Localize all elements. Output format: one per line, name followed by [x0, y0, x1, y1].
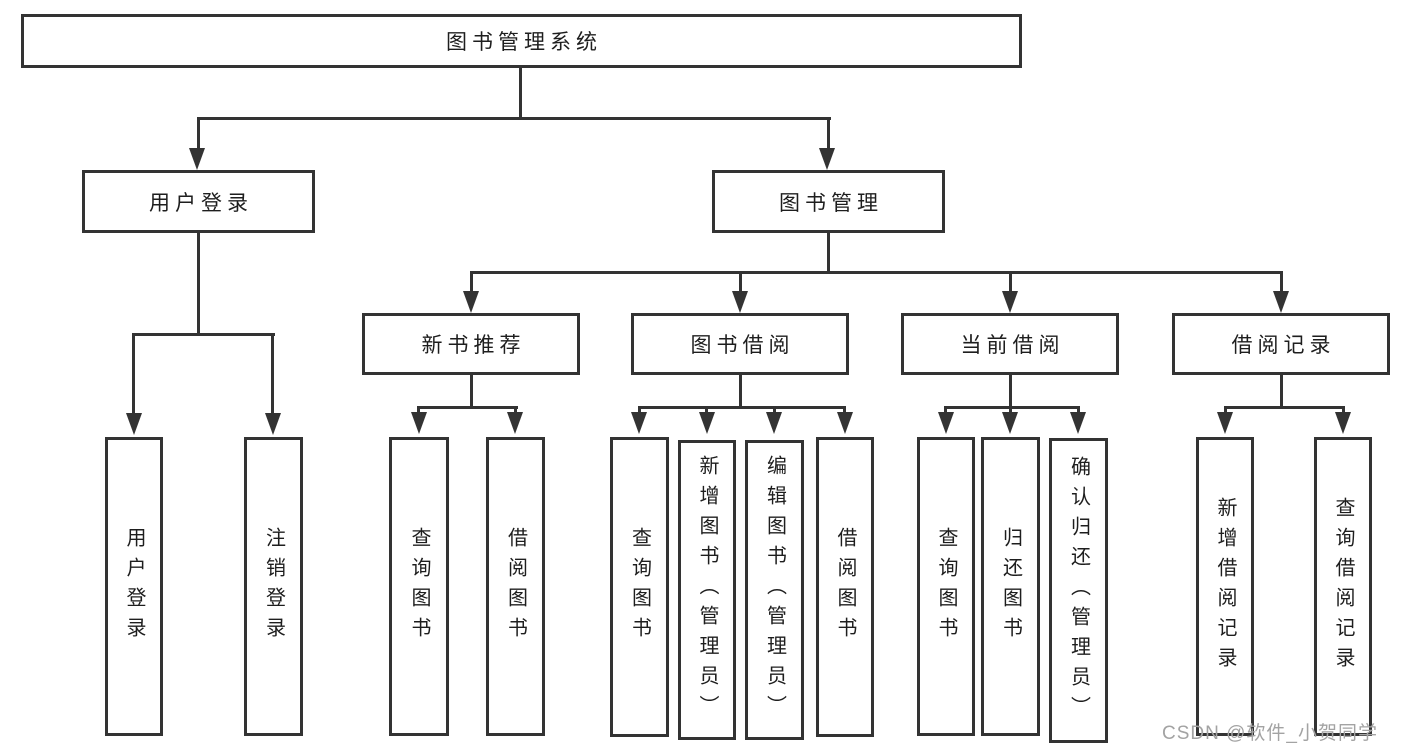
leaf-edit-book-admin-label: 编辑图书（管理员）: [763, 455, 786, 725]
leaf-confirm-return-admin-label: 确认归还（管理员）: [1067, 455, 1090, 726]
connector-user-login-crossbar: [132, 333, 275, 336]
leaf-add-book-admin: 新增图书（管理员）: [678, 440, 736, 740]
leaf-recommend-query-book-label: 查询图书: [408, 526, 430, 647]
leaf-recommend-borrow-book-label: 借阅图书: [504, 526, 527, 647]
leaf-user-login-label: 用户登录: [123, 526, 145, 647]
leaf-confirm-return-admin: 确认归还（管理员）: [1049, 438, 1108, 743]
arrow-down-icon: [732, 291, 748, 313]
connector-crossbar: [417, 406, 518, 409]
leaf-current-query-book-label: 查询图书: [935, 526, 957, 647]
leaf-borrow-book-label: 借阅图书: [834, 527, 856, 647]
node-book-borrow: 图书借阅: [631, 313, 849, 375]
leaf-add-borrow-record-label: 新增借阅记录: [1214, 496, 1236, 677]
node-borrow-record-label: 借阅记录: [1231, 334, 1336, 357]
leaf-borrow-book: 借阅图书: [816, 437, 874, 737]
arrow-down-icon: [631, 412, 647, 434]
node-root: 图书管理系统: [21, 14, 1022, 68]
connector-crossbar: [944, 406, 1080, 409]
connector-user-login-left-drop: [132, 333, 135, 414]
connector-drop: [705, 406, 708, 415]
arrow-down-icon: [1217, 412, 1233, 434]
node-user-login-label: 用户登录: [149, 191, 253, 215]
connector-drop: [638, 406, 641, 415]
connector-drop: [514, 406, 517, 415]
connector-drop: [739, 271, 742, 293]
connector-crossbar: [1224, 406, 1345, 409]
arrow-down-icon: [1070, 412, 1086, 434]
connector-root-stem: [519, 68, 522, 120]
leaf-query-borrow-record-label: 查询借阅记录: [1332, 496, 1354, 677]
connector-user-login-right-drop: [271, 333, 274, 414]
connector-book-mgmt-stem: [827, 233, 830, 274]
connector-root-crossbar: [197, 117, 831, 120]
connector-drop: [1280, 271, 1283, 293]
leaf-borrow-query-book-label: 查询图书: [628, 527, 651, 647]
arrow-down-icon: [463, 291, 479, 313]
connector-drop: [1224, 406, 1227, 415]
connector-drop: [417, 406, 420, 415]
leaf-add-borrow-record: 新增借阅记录: [1196, 437, 1254, 736]
arrow-down-icon: [411, 412, 427, 434]
arrow-down-icon: [938, 412, 954, 434]
arrow-down-icon: [1335, 412, 1351, 434]
connector-book-mgmt-crossbar: [470, 271, 1283, 274]
arrow-down-icon: [1002, 412, 1018, 434]
connector-drop: [1077, 406, 1080, 415]
leaf-current-query-book: 查询图书: [917, 437, 975, 736]
connector-drop: [773, 406, 776, 415]
node-borrow-record: 借阅记录: [1172, 313, 1390, 375]
connector-drop: [843, 406, 846, 415]
connector-drop: [944, 406, 947, 415]
node-new-book-recommend: 新书推荐: [362, 313, 580, 375]
connector-drop: [1009, 271, 1012, 293]
leaf-edit-book-admin: 编辑图书（管理员）: [745, 440, 804, 740]
leaf-add-book-admin-label: 新增图书（管理员）: [696, 455, 718, 725]
node-book-borrow-label: 图书借阅: [690, 334, 795, 357]
leaf-recommend-borrow-book: 借阅图书: [486, 437, 545, 736]
arrow-down-icon: [265, 413, 281, 435]
connector-root-left-drop: [197, 117, 200, 150]
connector-user-login-stem: [197, 233, 200, 336]
node-current-borrow: 当前借阅: [901, 313, 1119, 375]
arrow-down-icon: [766, 412, 782, 434]
arrow-down-icon: [699, 412, 715, 434]
csdn-watermark: CSDN @软件_小贺同学: [1162, 723, 1378, 744]
leaf-recommend-query-book: 查询图书: [389, 437, 449, 736]
leaf-user-login: 用户登录: [105, 437, 163, 736]
arrow-down-icon: [1273, 291, 1289, 313]
node-new-book-recommend-label: 新书推荐: [421, 334, 526, 357]
node-current-borrow-label: 当前借阅: [960, 334, 1065, 357]
node-root-label: 图书管理系统: [446, 31, 602, 54]
leaf-return-book: 归还图书: [981, 437, 1040, 736]
leaf-logout-label: 注销登录: [262, 526, 285, 647]
connector-drop: [1009, 406, 1012, 415]
connector-drop: [470, 271, 473, 293]
connector-crossbar: [638, 406, 846, 409]
arrow-down-icon: [1002, 291, 1018, 313]
connector-stem: [739, 375, 742, 409]
arrow-down-icon: [126, 413, 142, 435]
node-book-management: 图书管理: [712, 170, 945, 233]
connector-drop: [1342, 406, 1345, 415]
connector-stem: [470, 375, 473, 409]
connector-root-right-drop: [827, 117, 830, 150]
arrow-down-icon: [189, 148, 205, 170]
leaf-return-book-label: 归还图书: [999, 526, 1022, 647]
arrow-down-icon: [819, 148, 835, 170]
node-book-management-label: 图书管理: [779, 191, 883, 215]
arrow-down-icon: [507, 412, 523, 434]
leaf-logout: 注销登录: [244, 437, 303, 736]
leaf-borrow-query-book: 查询图书: [610, 437, 669, 737]
arrow-down-icon: [837, 412, 853, 434]
connector-stem: [1009, 375, 1012, 409]
leaf-query-borrow-record: 查询借阅记录: [1314, 437, 1372, 736]
node-user-login: 用户登录: [82, 170, 315, 233]
connector-stem: [1280, 375, 1283, 409]
